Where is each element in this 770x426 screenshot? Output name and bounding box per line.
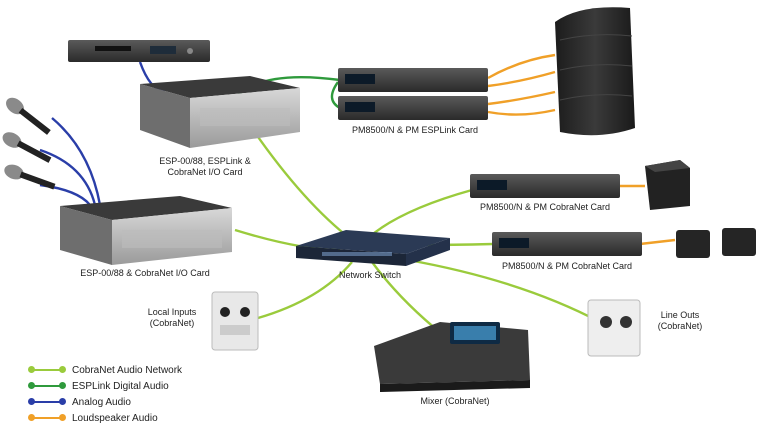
loudspeaker-pair — [676, 228, 756, 258]
speaker-cable-6 — [639, 238, 676, 246]
analog-cable-mic-2 — [39, 148, 97, 206]
analog-cable-mic-3 — [39, 183, 91, 206]
microphone-2 — [2, 132, 52, 163]
microphone-group — [2, 97, 56, 190]
label-local-inputs: Local Inputs (CobraNet) — [140, 307, 204, 329]
pm-cobranet-amp-2 — [492, 232, 642, 256]
speaker-cable-4 — [487, 108, 556, 116]
speaker-cable-2 — [487, 70, 556, 88]
label-esp-bottom: ESP-00/88 & CobraNet I/O Card — [80, 268, 210, 278]
legend-swatch-cobranet — [28, 366, 66, 373]
microphone-1 — [6, 97, 51, 135]
cd-player — [68, 40, 210, 62]
legend-item-analog: Analog Audio — [28, 394, 182, 410]
network-switch — [296, 230, 450, 266]
legend-label-cobranet: CobraNet Audio Network — [72, 364, 183, 376]
legend-swatch-esplink — [28, 382, 66, 389]
label-pm-esplink: PM8500/N & PM ESPLink Card — [351, 125, 479, 135]
label-local-inputs-line2: (CobraNet) — [149, 318, 195, 328]
legend-item-loudspeaker: Loudspeaker Audio — [28, 410, 182, 426]
label-line-outs: Line Outs (CobraNet) — [648, 310, 712, 332]
label-mixer: Mixer (CobraNet) — [420, 396, 490, 406]
speaker-cable-1 — [487, 53, 556, 80]
local-input-wallplate — [211, 291, 259, 351]
analog-cable-mic-1 — [51, 117, 102, 206]
legend-swatch-loudspeaker — [28, 414, 66, 421]
line-array-speaker — [555, 7, 635, 136]
legend-label-loudspeaker: Loudspeaker Audio — [72, 412, 158, 424]
label-line-outs-line1: Line Outs — [660, 310, 700, 320]
cobranet-cable-local — [257, 261, 353, 320]
legend-item-esplink: ESPLink Digital Audio — [28, 378, 182, 394]
legend-swatch-analog — [28, 398, 66, 405]
label-esp-top-line2: CobraNet I/O Card — [167, 167, 243, 177]
cobranet-cable-lineout — [407, 258, 601, 324]
legend-label-analog: Analog Audio — [72, 396, 131, 408]
line-out-wallplate — [587, 299, 641, 357]
speaker-cable-3 — [487, 90, 556, 106]
legend-label-esplink: ESPLink Digital Audio — [72, 380, 169, 392]
label-pm-cobranet-2: PM8500/N & PM CobraNet Card — [501, 261, 633, 271]
subwoofer-speaker — [645, 160, 690, 210]
legend: CobraNet Audio Network ESPLink Digital A… — [28, 362, 183, 426]
legend-item-cobranet: CobraNet Audio Network — [28, 362, 183, 378]
cobranet-cable-pm-1 — [367, 188, 473, 239]
mixer-console — [374, 322, 530, 392]
pm-cobranet-amp-1 — [470, 174, 620, 198]
microphone-3 — [4, 164, 56, 190]
esp-unit-top — [140, 76, 300, 148]
esplink-cable-2 — [330, 81, 341, 110]
label-esp-top: ESP-00/88, ESPLink & CobraNet I/O Card — [140, 156, 270, 178]
pm-esplink-amps — [338, 68, 488, 120]
label-line-outs-line2: (CobraNet) — [657, 321, 703, 331]
label-esp-top-line1: ESP-00/88, ESPLink & — [159, 156, 251, 166]
label-local-inputs-line1: Local Inputs — [147, 307, 197, 317]
label-pm-cobranet-1: PM8500/N & PM CobraNet Card — [479, 202, 611, 212]
label-network-switch: Network Switch — [338, 270, 401, 280]
esp-unit-bottom — [60, 196, 232, 265]
